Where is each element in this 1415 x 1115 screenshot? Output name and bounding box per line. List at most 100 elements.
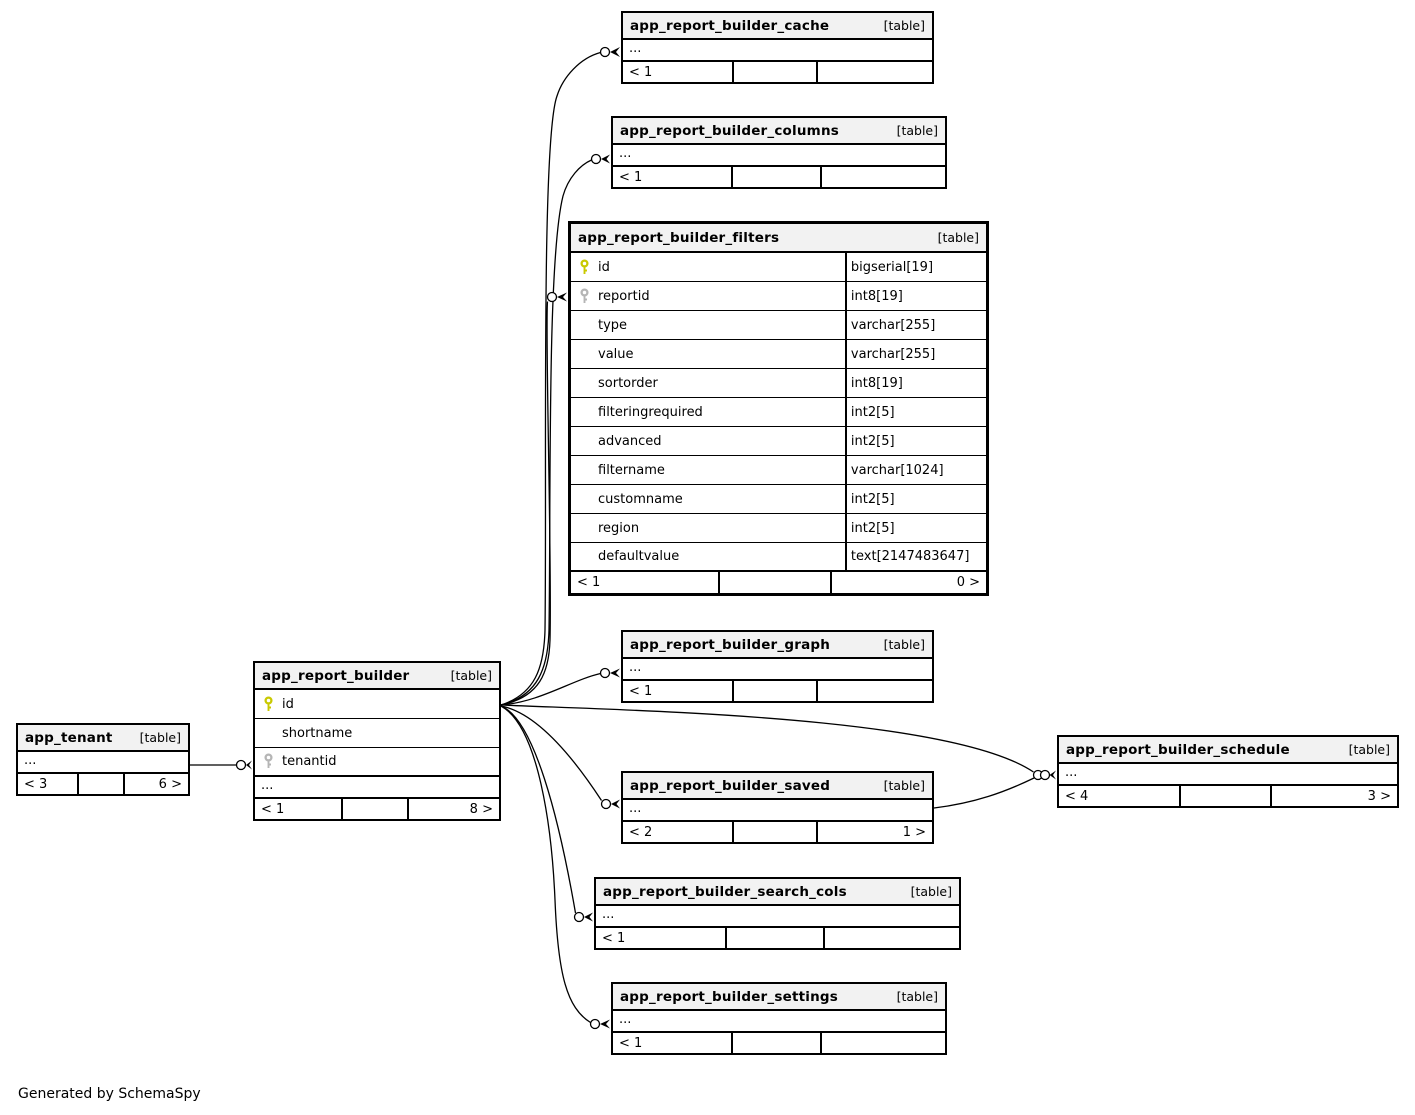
zero-marker-icon — [589, 1018, 601, 1030]
column-row[interactable]: advanced int2[5] — [571, 427, 986, 456]
table-header[interactable]: app_report_builder_saved [table] — [623, 773, 932, 800]
table-footer: < 1 — [613, 167, 945, 187]
footer-mid-cell — [734, 822, 818, 842]
column-name: id — [282, 696, 294, 712]
table-footer: < 1 — [623, 681, 932, 701]
table-tag: [table] — [1348, 742, 1390, 757]
footer-out-degree — [822, 1033, 945, 1053]
table-tag: [table] — [937, 230, 979, 245]
crow-foot-icon — [246, 760, 252, 770]
rel-builder-to-cache — [500, 46, 620, 706]
column-name: region — [598, 520, 640, 536]
footer-mid-cell — [734, 681, 818, 701]
column-type: int8[19] — [844, 369, 986, 397]
columns-ellipsis: ... — [18, 752, 188, 774]
columns-ellipsis: ... — [623, 659, 932, 681]
zero-marker-icon — [600, 798, 612, 810]
columns-ellipsis: ... — [596, 906, 959, 928]
table-header[interactable]: app_report_builder_filters [table] — [571, 224, 986, 253]
column-name: sortorder — [598, 375, 658, 391]
table-header[interactable]: app_report_builder_settings [table] — [613, 984, 945, 1011]
column-row[interactable]: customname int2[5] — [571, 485, 986, 514]
table-header[interactable]: app_report_builder [table] — [255, 663, 499, 690]
primary-key-icon — [263, 695, 274, 713]
footer-in-degree: < 1 — [596, 928, 727, 948]
column-row[interactable]: value varchar[255] — [571, 340, 986, 369]
column-name: customname — [598, 491, 683, 507]
crow-foot-icon — [610, 47, 620, 57]
table-node-app-tenant[interactable]: app_tenant [table] ... < 3 6 > — [16, 723, 190, 796]
column-row[interactable]: tenantid — [255, 748, 499, 777]
column-row[interactable]: sortorder int8[19] — [571, 369, 986, 398]
column-row[interactable]: reportid int8[19] — [571, 282, 986, 311]
table-node-app-report-builder-graph[interactable]: app_report_builder_graph [table] ... < 1 — [621, 630, 934, 703]
table-header[interactable]: app_tenant [table] — [18, 725, 188, 752]
footer-in-degree: < 1 — [613, 1033, 733, 1053]
column-row[interactable]: id — [255, 690, 499, 719]
table-header[interactable]: app_report_builder_cache [table] — [623, 13, 932, 40]
footer-in-degree: < 2 — [623, 822, 735, 842]
foreign-key-icon — [579, 287, 590, 305]
column-row[interactable]: shortname — [255, 719, 499, 748]
generated-by-note: Generated by SchemaSpy — [18, 1086, 201, 1102]
zero-marker-icon — [599, 46, 611, 58]
table-tag: [table] — [883, 778, 925, 793]
table-tag: [table] — [450, 668, 492, 683]
table-name: app_report_builder_graph — [630, 636, 831, 653]
table-footer: < 1 — [613, 1033, 945, 1053]
zero-marker-icon — [590, 153, 602, 165]
column-row[interactable]: region int2[5] — [571, 514, 986, 543]
table-tag: [table] — [896, 123, 938, 138]
column-name: filteringrequired — [598, 404, 703, 420]
rel-builder-to-graph — [500, 667, 620, 706]
crow-foot-icon — [601, 154, 610, 164]
table-node-app-report-builder[interactable]: app_report_builder [table] id shortname … — [253, 661, 501, 821]
column-name: value — [598, 346, 634, 362]
table-node-app-report-builder-search-cols[interactable]: app_report_builder_search_cols [table] .… — [594, 877, 961, 950]
table-header[interactable]: app_report_builder_graph [table] — [623, 632, 932, 659]
zero-marker-icon — [599, 667, 611, 679]
footer-in-degree: < 1 — [613, 167, 733, 187]
rel-saved-to-schedule — [933, 769, 1056, 809]
table-name: app_report_builder_columns — [620, 122, 839, 139]
table-node-app-report-builder-filters[interactable]: app_report_builder_filters [table] id bi… — [568, 221, 989, 596]
column-row[interactable]: defaultvalue text[2147483647] — [571, 543, 986, 572]
column-type: bigserial[19] — [844, 253, 986, 281]
table-name: app_report_builder_filters — [578, 229, 780, 246]
table-footer: < 1 0 > — [571, 572, 986, 593]
footer-in-degree: < 4 — [1059, 786, 1181, 806]
table-header[interactable]: app_report_builder_columns [table] — [613, 118, 945, 145]
table-name: app_report_builder_settings — [620, 988, 838, 1005]
table-tag: [table] — [896, 989, 938, 1004]
table-node-app-report-builder-settings[interactable]: app_report_builder_settings [table] ... … — [611, 982, 947, 1055]
footer-mid-cell — [720, 572, 833, 593]
table-header[interactable]: app_report_builder_schedule [table] — [1059, 737, 1397, 764]
column-row[interactable]: type varchar[255] — [571, 311, 986, 340]
table-name: app_report_builder_schedule — [1066, 741, 1290, 758]
footer-mid-cell — [734, 62, 818, 82]
table-node-app-report-builder-columns[interactable]: app_report_builder_columns [table] ... <… — [611, 116, 947, 189]
footer-in-degree: < 1 — [571, 572, 721, 593]
column-row[interactable]: filteringrequired int2[5] — [571, 398, 986, 427]
rel-builder-to-columns — [500, 153, 610, 706]
table-node-app-report-builder-schedule[interactable]: app_report_builder_schedule [table] ... … — [1057, 735, 1399, 808]
column-type: int2[5] — [844, 398, 986, 426]
column-type: int2[5] — [844, 514, 986, 542]
column-name: id — [598, 259, 610, 275]
table-tag: [table] — [883, 637, 925, 652]
rel-builder-to-schedule — [500, 704, 1034, 773]
rel-builder-to-filters — [500, 291, 567, 706]
crow-foot-icon — [610, 668, 620, 678]
table-footer: < 1 8 > — [255, 799, 499, 819]
column-name: advanced — [598, 433, 662, 449]
column-name: defaultvalue — [598, 549, 680, 564]
column-row[interactable]: id bigserial[19] — [571, 253, 986, 282]
table-footer: < 3 6 > — [18, 774, 188, 794]
table-header[interactable]: app_report_builder_search_cols [table] — [596, 879, 959, 906]
columns-ellipsis: ... — [613, 145, 945, 167]
column-row[interactable]: filtername varchar[1024] — [571, 456, 986, 485]
footer-mid-cell — [727, 928, 825, 948]
footer-out-degree — [825, 928, 959, 948]
table-node-app-report-builder-saved[interactable]: app_report_builder_saved [table] ... < 2… — [621, 771, 934, 844]
table-node-app-report-builder-cache[interactable]: app_report_builder_cache [table] ... < 1 — [621, 11, 934, 84]
